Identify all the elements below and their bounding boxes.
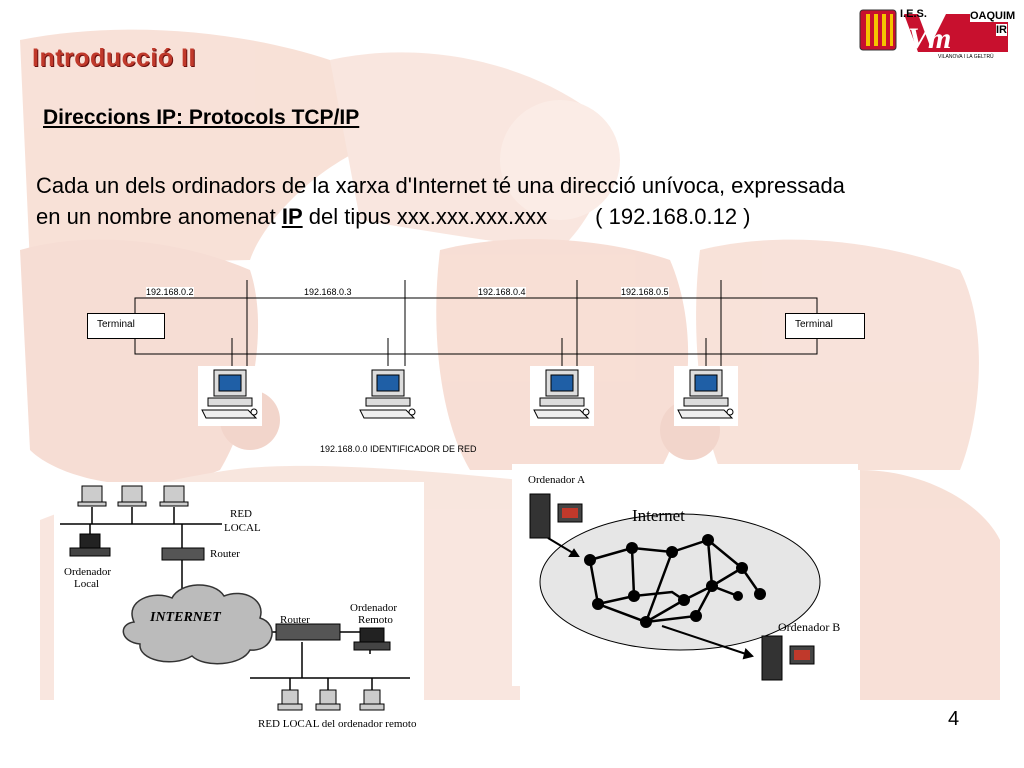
ordenador-remoto-label-2: Remoto: [358, 614, 393, 626]
logo-monogram: Vm: [908, 22, 951, 55]
body-line-2-mid: del tipus xxx.xxx.xxx.xxx: [302, 204, 548, 229]
computer-icon: [674, 366, 738, 431]
cloud-icon: [122, 584, 273, 665]
body-line-1: Cada un dels ordinadors de la xarxa d'In…: [36, 173, 845, 198]
network-id-label: 192.168.0.0 IDENTIFICADOR DE RED: [320, 444, 477, 454]
body-line-2-start: en un nombre anomenat: [36, 204, 282, 229]
ordenador-b-label: Ordenador B: [778, 620, 841, 634]
ordenador-a-label: Ordenador A: [528, 474, 586, 486]
internet-lan-diagram: RED LOCAL Router Ordenador Local INTERNE…: [54, 482, 424, 732]
school-logo: Vm I.E.S. OAQUIM IR VILANOVA I LA GELTRÚ: [858, 6, 1018, 66]
server-icon: [529, 493, 815, 681]
terminal-right: Terminal: [785, 313, 865, 339]
body-paragraph: Cada un dels ordinadors de la xarxa d'In…: [36, 170, 996, 232]
ip-example: ( 192.168.0.12 ): [595, 204, 751, 229]
ordenador-local-label-1: Ordenador: [64, 566, 112, 578]
ip-term: IP: [281, 204, 303, 229]
red-local-remoto-label: RED LOCAL del ordenador remoto: [258, 718, 417, 730]
ip-label-4: 192.168.0.5: [621, 287, 669, 297]
computer-icon: [530, 366, 594, 431]
body-line-2: en un nombre anomenat IP del tipus xxx.x…: [36, 201, 996, 232]
computer-icon: [198, 366, 262, 431]
routing-internet-label: Internet: [632, 506, 685, 525]
terminal-left: Terminal: [87, 313, 165, 339]
routing-diagram: Ordenador A Internet Ordenador B: [512, 464, 858, 686]
logo-ies: I.E.S.: [900, 8, 927, 20]
logo-name-1: OAQUIM: [970, 10, 1016, 22]
ip-label-2: 192.168.0.3: [304, 287, 352, 297]
computer-icon: [356, 366, 420, 431]
ordenador-local-label-2: Local: [74, 578, 100, 590]
logo-location: VILANOVA I LA GELTRÚ: [938, 54, 994, 60]
internet-cloud-label: INTERNET: [150, 610, 221, 625]
red-local-label-1: RED: [230, 508, 252, 520]
router-label-1: Router: [210, 548, 240, 560]
red-local-label-2: LOCAL: [224, 522, 261, 534]
lan-bus-diagram: 192.168.0.2 192.168.0.3 192.168.0.4 192.…: [80, 278, 880, 458]
slide-subtitle: Direccions IP: Protocols TCP/IP: [43, 106, 360, 129]
router-label-2: Router: [280, 614, 310, 626]
logo-name-2: IR: [996, 24, 1007, 36]
ip-label-1: 192.168.0.2: [146, 287, 194, 297]
page-number: 4: [948, 708, 960, 730]
slide-title: Introducció II: [32, 44, 196, 72]
ordenador-remoto-label-1: Ordenador: [350, 602, 398, 614]
ip-label-3: 192.168.0.4: [478, 287, 526, 297]
